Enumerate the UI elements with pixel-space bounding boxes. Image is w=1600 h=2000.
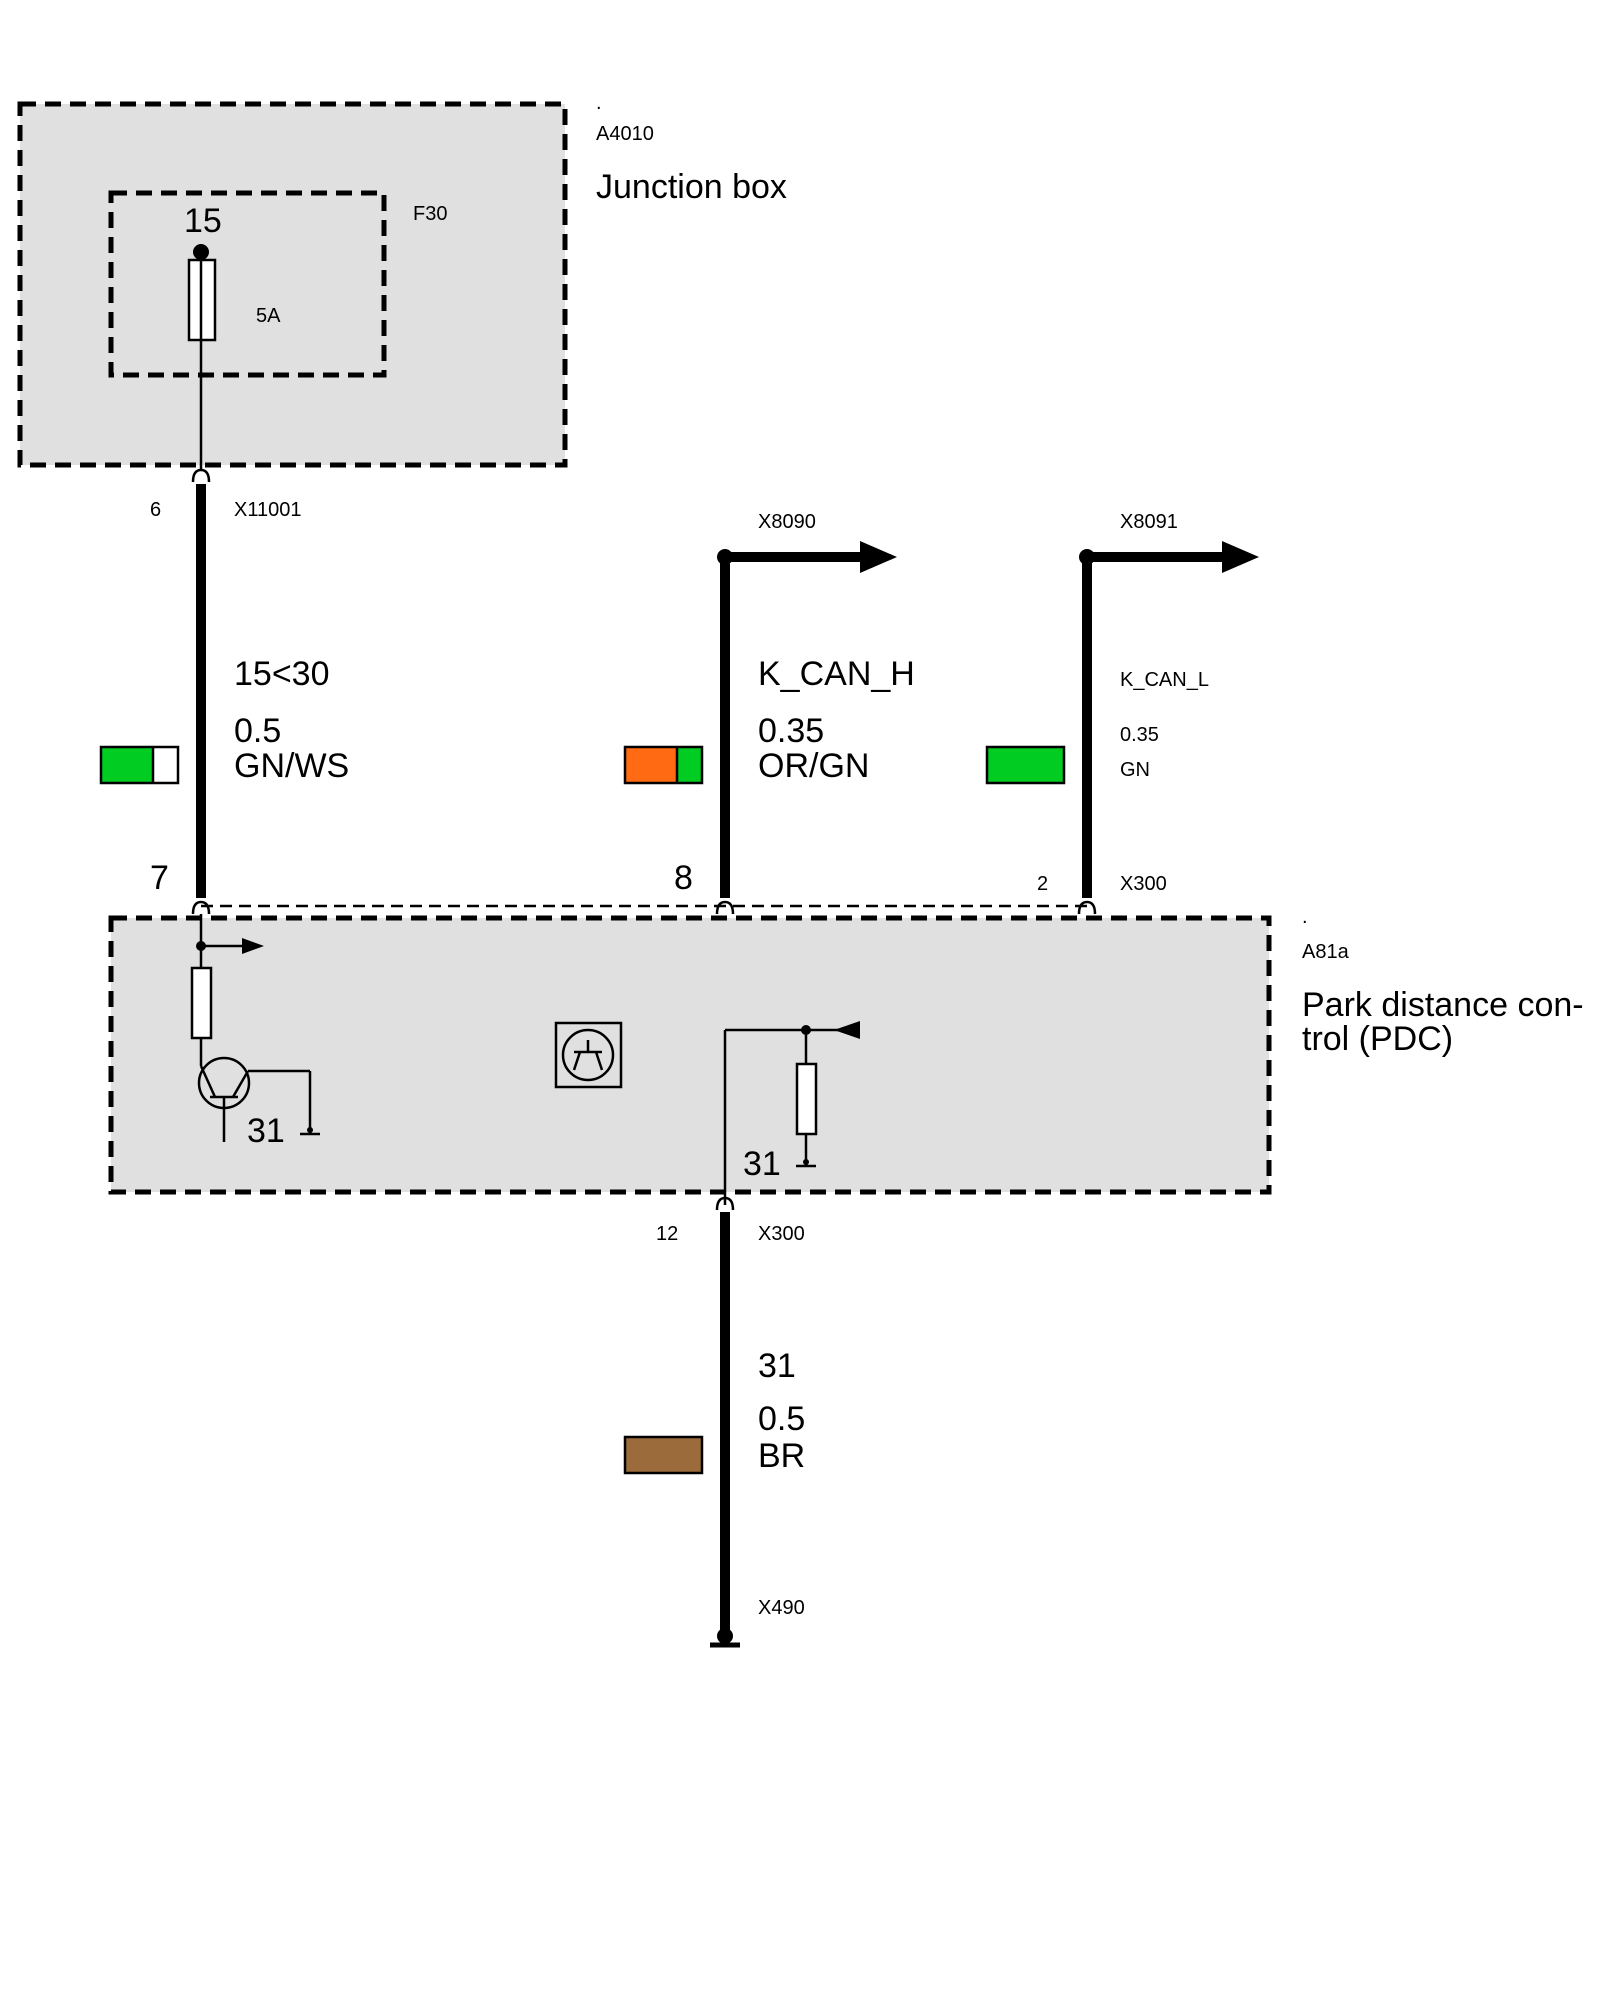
wire-k-can-l-color-swatch <box>985 745 1066 785</box>
junction-box-name: Junction box <box>596 168 787 206</box>
wire-k-can-l-color: GN <box>1120 759 1150 781</box>
wire-15-30-color-swatch <box>99 745 180 785</box>
wire-31-color: BR <box>758 1437 805 1475</box>
marker-dot: . <box>1302 906 1308 928</box>
junction-box-id: A4010 <box>596 123 654 145</box>
x300-bottom-label: X300 <box>758 1223 805 1245</box>
x300-pin-7: 7 <box>150 859 169 897</box>
pdc-id: A81a <box>1302 941 1350 963</box>
pdc-module: . A81a Park distance con- trol (PDC) <box>108 906 1584 1195</box>
arrow-right-icon <box>1222 541 1259 573</box>
fuse-rating: 5A <box>256 305 281 327</box>
junction-box: . A4010 Junction box F30 15 5A <box>17 92 787 470</box>
connector-pin-12-icon <box>715 1196 735 1211</box>
x300-bottom-pin: 12 <box>656 1223 678 1245</box>
transistor-icon <box>197 1056 312 1142</box>
ground-point-x490-icon <box>710 1628 740 1648</box>
x8091-label: X8091 <box>1120 511 1178 533</box>
wire-31-signal: 31 <box>758 1347 796 1385</box>
pdc-name-line1: Park distance con- <box>1302 986 1584 1024</box>
pdc-output-circuit <box>723 1021 860 1205</box>
x8090-label: X8090 <box>758 511 816 533</box>
fuse-id: F30 <box>413 203 447 225</box>
pdc-ground-label-right: 31 <box>743 1145 781 1183</box>
x300-pin-8: 8 <box>674 859 693 897</box>
wire-k-can-h-signal: K_CAN_H <box>758 655 915 693</box>
sensor-icon <box>554 1021 623 1089</box>
arrow-right-icon <box>860 541 897 573</box>
wire-31-gauge: 0.5 <box>758 1400 805 1438</box>
connector-x8091 <box>1079 541 1259 573</box>
arrow-right-icon <box>242 938 264 954</box>
pdc-ground-label-left: 31 <box>247 1112 285 1150</box>
connector-x8090 <box>717 541 897 573</box>
wire-15-30-signal: 15<30 <box>234 655 330 693</box>
pdc-input-circuit <box>190 914 320 1142</box>
wire-k-can-l-signal: K_CAN_L <box>1120 669 1209 691</box>
connector-pin-2-icon <box>1077 900 1097 915</box>
fuse-icon <box>187 244 217 470</box>
resistor-icon <box>190 966 213 1040</box>
fuse-pin: 15 <box>184 202 222 240</box>
resistor-icon <box>795 1062 818 1136</box>
wire-15-30-gauge: 0.5 <box>234 712 281 750</box>
wire-k-can-h-gauge: 0.35 <box>758 712 824 750</box>
wire-k-can-h-color: OR/GN <box>758 747 869 785</box>
x300-pin-2: 2 <box>1037 873 1048 895</box>
connector-pin-7-icon <box>191 900 211 915</box>
marker-dot: . <box>596 92 602 114</box>
wire-k-can-l-gauge: 0.35 <box>1120 724 1159 746</box>
x11001-label: X11001 <box>234 499 301 521</box>
wire-31-color-swatch <box>623 1435 704 1475</box>
arrow-left-icon <box>834 1021 860 1039</box>
pdc-name-line2: trol (PDC) <box>1302 1020 1453 1058</box>
wire-k-can-h-color-swatch <box>623 745 704 785</box>
x11001-pin: 6 <box>150 499 161 521</box>
connector-pin-8-icon <box>715 900 735 915</box>
x490-label: X490 <box>758 1597 805 1619</box>
wire-15-30-color: GN/WS <box>234 747 349 785</box>
connector-x11001-icon <box>191 468 211 483</box>
x300-top-label: X300 <box>1120 873 1167 895</box>
